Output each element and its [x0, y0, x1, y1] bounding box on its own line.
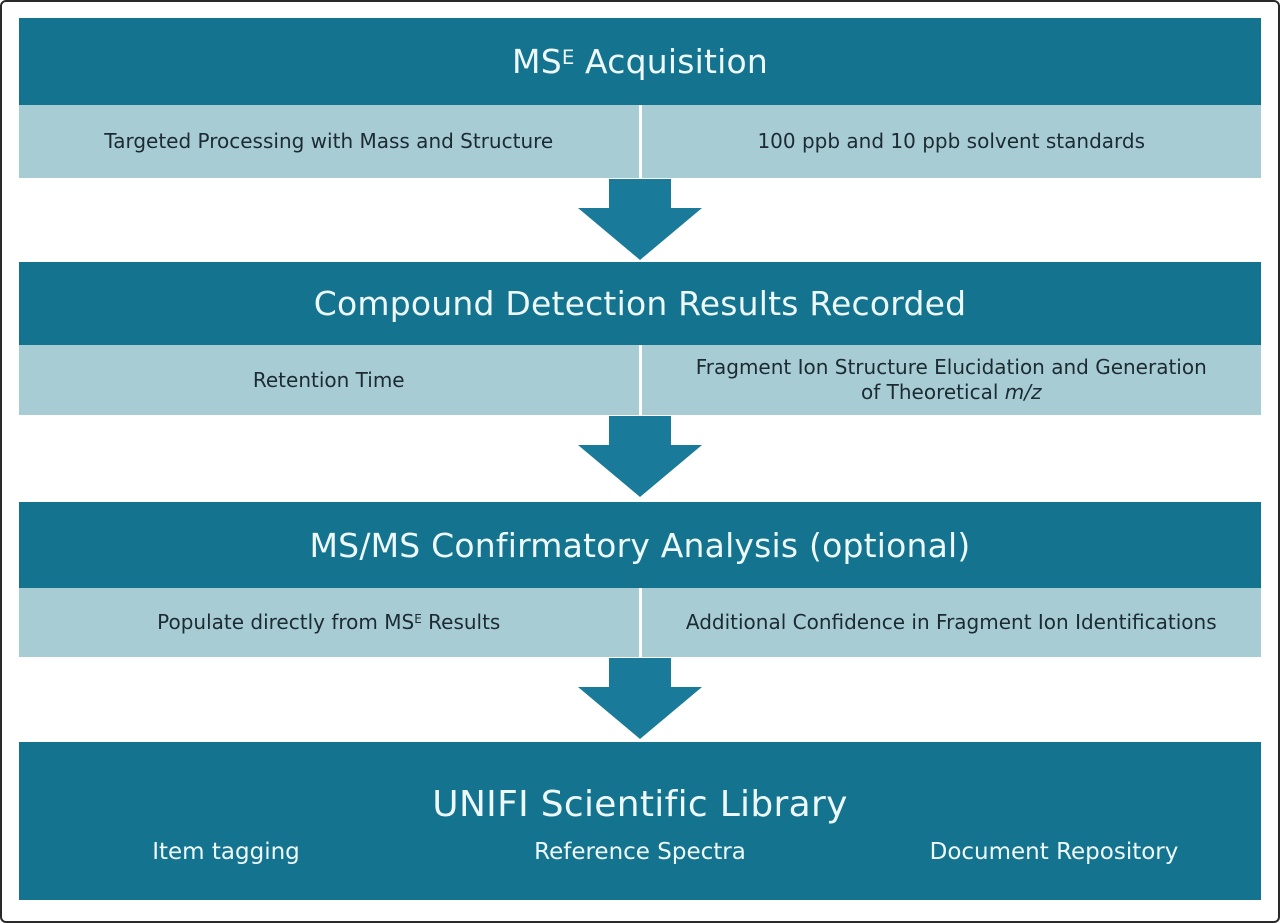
footer-item-reference-spectra: Reference Spectra	[534, 838, 746, 865]
subcell-label-pre: Populate directly from MS	[157, 610, 415, 634]
header-text-pre: MS	[512, 42, 562, 81]
subcell-solvent-standards: 100 ppb and 10 ppb solvent standards	[642, 105, 1262, 178]
down-arrow-icon	[578, 178, 702, 260]
header-text-post: Acquisition	[574, 42, 768, 81]
arrow-gap	[19, 178, 1261, 262]
subrow-confirmatory: Populate directly from MSE Results Addit…	[19, 588, 1261, 657]
header-text: Compound Detection Results Recorded	[313, 284, 967, 323]
down-arrow-shaft	[609, 416, 671, 445]
subcell-label: Populate directly from MSE Results	[157, 610, 500, 635]
subrow-detection: Retention Time Fragment Ion Structure El…	[19, 345, 1261, 415]
subcell-label: 100 ppb and 10 ppb solvent standards	[757, 129, 1146, 153]
subrow-acquisition: Targeted Processing with Mass and Struct…	[19, 105, 1261, 178]
subcell-label: Targeted Processing with Mass and Struct…	[104, 129, 554, 153]
header-text: MS/MS Confirmatory Analysis (optional)	[309, 525, 971, 565]
subcell-label: Retention Time	[252, 367, 405, 392]
header-text: MSE Acquisition	[512, 42, 768, 81]
section-header-mse-acquisition: MSE Acquisition	[19, 18, 1261, 105]
arrow-gap	[19, 657, 1261, 742]
subcell-label-line2: of Theoretical m/z	[861, 380, 1041, 405]
footer-item-item-tagging: Item tagging	[152, 838, 300, 865]
down-arrow-shaft	[609, 179, 671, 208]
section-header-compound-detection: Compound Detection Results Recorded	[19, 262, 1261, 345]
footer-items-row: Item tagging Reference Spectra Document …	[19, 839, 1261, 865]
subcell-fragment-ion-elucidation: Fragment Ion Structure Elucidation and G…	[642, 345, 1262, 415]
footer-title: UNIFI Scientific Library	[432, 783, 848, 825]
subcell-label: Additional Confidence in Fragment Ion Id…	[685, 610, 1217, 634]
subcell-label-line2-pre: of Theoretical	[861, 380, 1005, 404]
vertical-divider	[638, 588, 642, 657]
section-unifi-scientific-library: UNIFI Scientific Library Item tagging Re…	[19, 742, 1261, 900]
down-arrow-icon	[578, 657, 702, 739]
subcell-label-superscript: E	[414, 612, 422, 627]
subcell-retention-time: Retention Time	[19, 345, 639, 415]
vertical-divider	[638, 105, 642, 178]
diagram-stack: MSE Acquisition Targeted Processing with…	[19, 18, 1261, 900]
vertical-divider	[638, 345, 642, 415]
footer-item-document-repository: Document Repository	[929, 838, 1179, 865]
section-header-msms-confirmatory: MS/MS Confirmatory Analysis (optional)	[19, 502, 1261, 588]
arrow-gap	[19, 415, 1261, 502]
header-text-superscript: E	[561, 45, 575, 69]
down-arrow-head	[578, 445, 702, 497]
subcell-additional-confidence: Additional Confidence in Fragment Ion Id…	[642, 588, 1262, 657]
down-arrow-shaft	[609, 658, 671, 687]
subcell-populate-from-mse: Populate directly from MSE Results	[19, 588, 639, 657]
subcell-label-mz-italic: m/z	[1004, 380, 1042, 404]
subcell-label-post: Results	[421, 610, 501, 634]
subcell-label-line1: Fragment Ion Structure Elucidation and G…	[695, 355, 1207, 379]
down-arrow-head	[578, 208, 702, 260]
down-arrow-icon	[578, 415, 702, 497]
subcell-targeted-processing: Targeted Processing with Mass and Struct…	[19, 105, 639, 178]
down-arrow-head	[578, 687, 702, 739]
